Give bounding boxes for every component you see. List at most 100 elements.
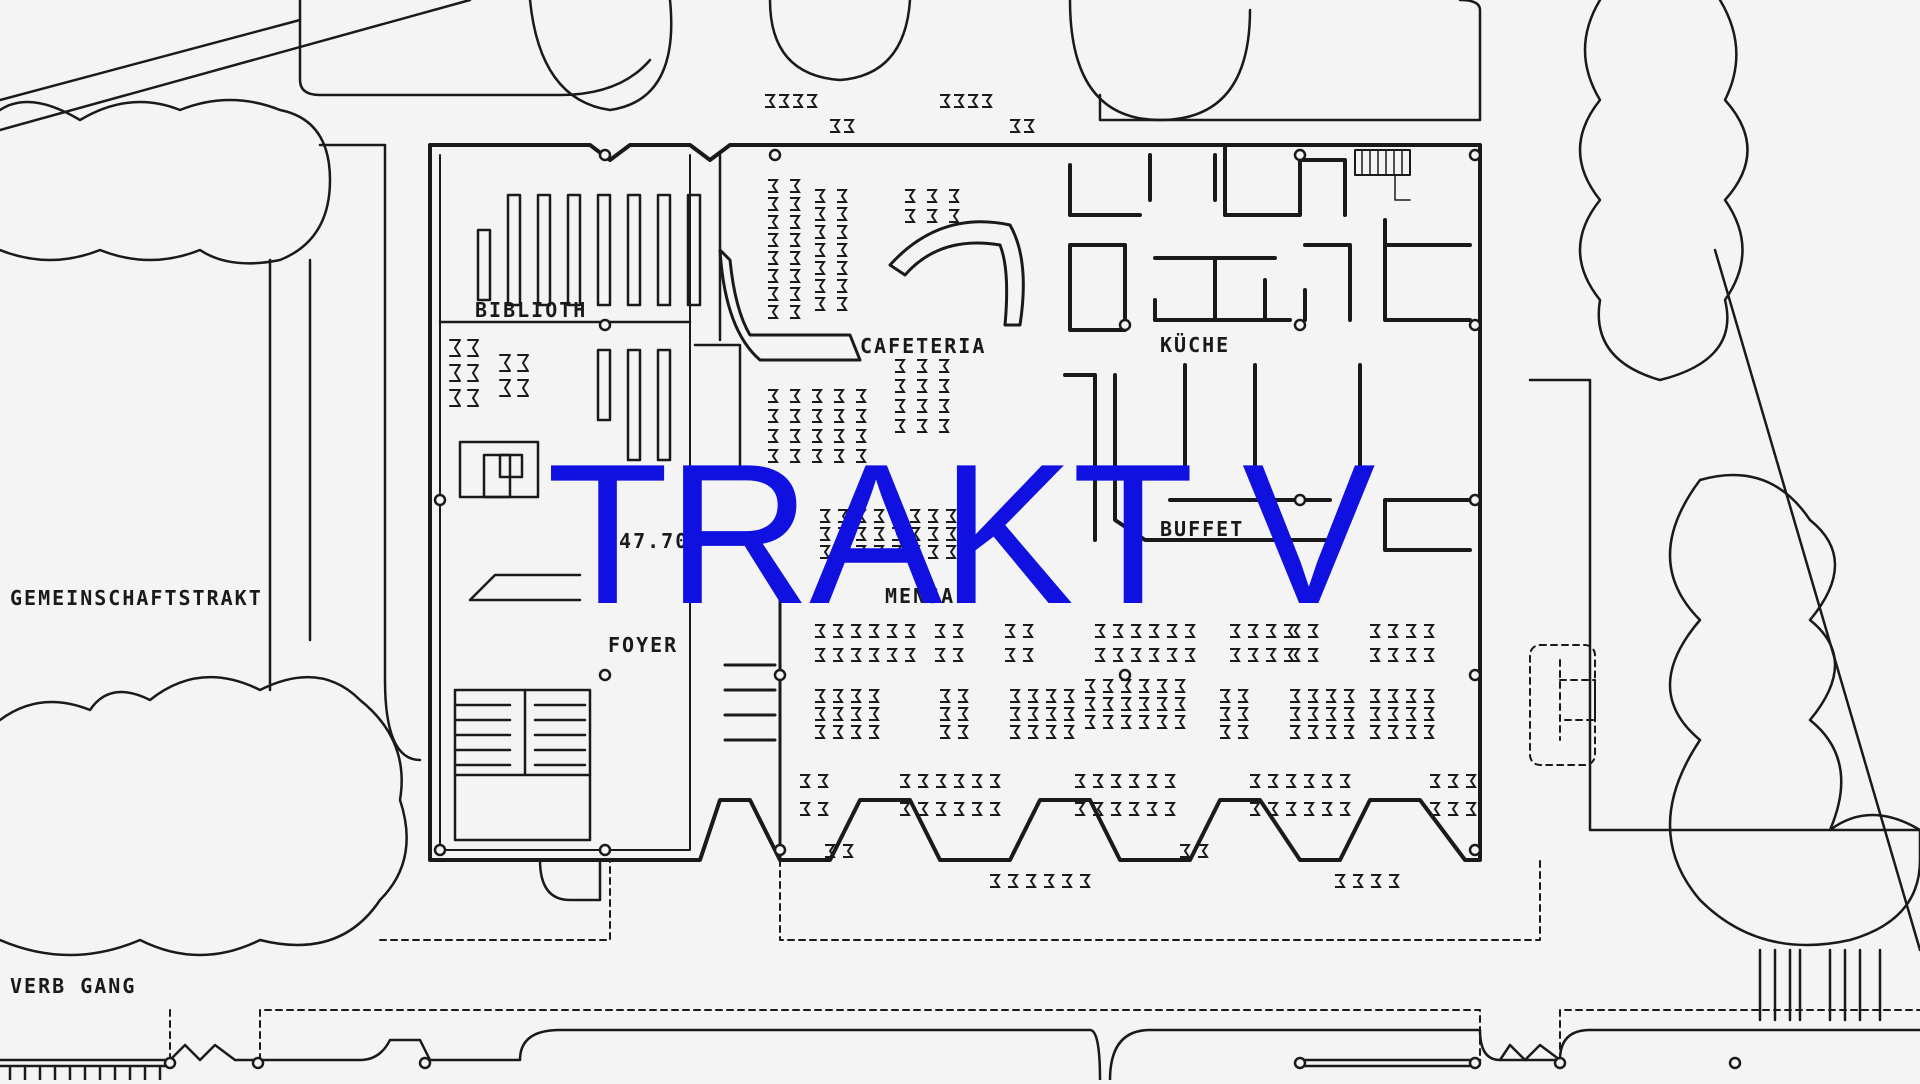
chair xyxy=(856,545,867,559)
chair xyxy=(895,359,906,373)
chair xyxy=(1028,707,1039,721)
chair xyxy=(1103,679,1114,693)
chair xyxy=(1340,802,1351,816)
chair xyxy=(954,802,965,816)
chair xyxy=(1121,697,1132,711)
chair xyxy=(1095,648,1106,662)
chair xyxy=(815,624,826,638)
chair xyxy=(1290,725,1301,739)
chair xyxy=(935,624,946,638)
chair xyxy=(833,725,844,739)
trees-left xyxy=(0,98,408,957)
chair xyxy=(833,624,844,638)
chair xyxy=(1230,648,1241,662)
chair xyxy=(1165,802,1176,816)
chair xyxy=(790,179,801,193)
chair xyxy=(1005,648,1016,662)
chair xyxy=(1322,802,1333,816)
chair xyxy=(1466,774,1477,788)
chair xyxy=(982,94,993,108)
chair xyxy=(917,399,928,413)
chair xyxy=(935,648,946,662)
chair xyxy=(1023,648,1034,662)
chair xyxy=(1024,119,1035,133)
chair xyxy=(1064,707,1075,721)
chair xyxy=(1103,697,1114,711)
chair xyxy=(1290,624,1301,638)
chair xyxy=(1290,648,1301,662)
chair xyxy=(1388,707,1399,721)
chair xyxy=(834,429,845,443)
chair xyxy=(856,527,867,541)
chair xyxy=(1149,648,1160,662)
chair xyxy=(818,774,829,788)
chair xyxy=(1370,707,1381,721)
chair xyxy=(1157,679,1168,693)
chair xyxy=(1129,774,1140,788)
chair xyxy=(815,243,826,257)
chair xyxy=(1121,679,1132,693)
chair xyxy=(800,802,811,816)
chair xyxy=(856,409,867,423)
chair xyxy=(1304,802,1315,816)
chair xyxy=(1424,689,1435,703)
chair xyxy=(958,725,969,739)
chair xyxy=(869,707,880,721)
chair xyxy=(1026,874,1037,888)
chair xyxy=(1308,707,1319,721)
label-buffet: BUFFET xyxy=(1160,517,1244,541)
chair xyxy=(1085,679,1096,693)
chair xyxy=(833,648,844,662)
chair xyxy=(837,279,848,293)
chair xyxy=(895,419,906,433)
chair xyxy=(917,379,928,393)
chair xyxy=(790,215,801,229)
chair xyxy=(779,94,790,108)
chair xyxy=(990,874,1001,888)
chair xyxy=(793,94,804,108)
chair xyxy=(815,707,826,721)
chair xyxy=(851,707,862,721)
chair xyxy=(820,509,831,523)
label-foyer: FOYER xyxy=(608,633,678,657)
chair xyxy=(843,844,854,858)
chair xyxy=(768,233,779,247)
chair xyxy=(1388,725,1399,739)
chair xyxy=(837,189,848,203)
chair xyxy=(818,802,829,816)
chair xyxy=(1220,689,1231,703)
chair xyxy=(939,359,950,373)
chair xyxy=(837,225,848,239)
chair xyxy=(958,689,969,703)
chair xyxy=(905,209,916,223)
walkway-left xyxy=(268,143,422,762)
chair xyxy=(928,527,939,541)
chair xyxy=(939,399,950,413)
chair xyxy=(1448,802,1459,816)
chair xyxy=(1406,725,1417,739)
kitchen-walls xyxy=(1063,143,1472,552)
chair xyxy=(1046,707,1057,721)
chair xyxy=(1238,725,1249,739)
chair xyxy=(949,189,960,203)
chair xyxy=(990,802,1001,816)
chair xyxy=(1290,689,1301,703)
chair xyxy=(1250,774,1261,788)
chair xyxy=(1131,648,1142,662)
chair xyxy=(887,648,898,662)
chair xyxy=(1185,624,1196,638)
chair xyxy=(1028,689,1039,703)
chair xyxy=(953,624,964,638)
chair xyxy=(1008,874,1019,888)
chair xyxy=(936,774,947,788)
chair xyxy=(1286,802,1297,816)
chair xyxy=(790,287,801,301)
chair xyxy=(990,774,1001,788)
chair xyxy=(1095,624,1106,638)
chair xyxy=(844,119,855,133)
chair xyxy=(1466,802,1477,816)
chair xyxy=(851,648,862,662)
building-outline xyxy=(428,143,1482,862)
chair xyxy=(1180,844,1191,858)
